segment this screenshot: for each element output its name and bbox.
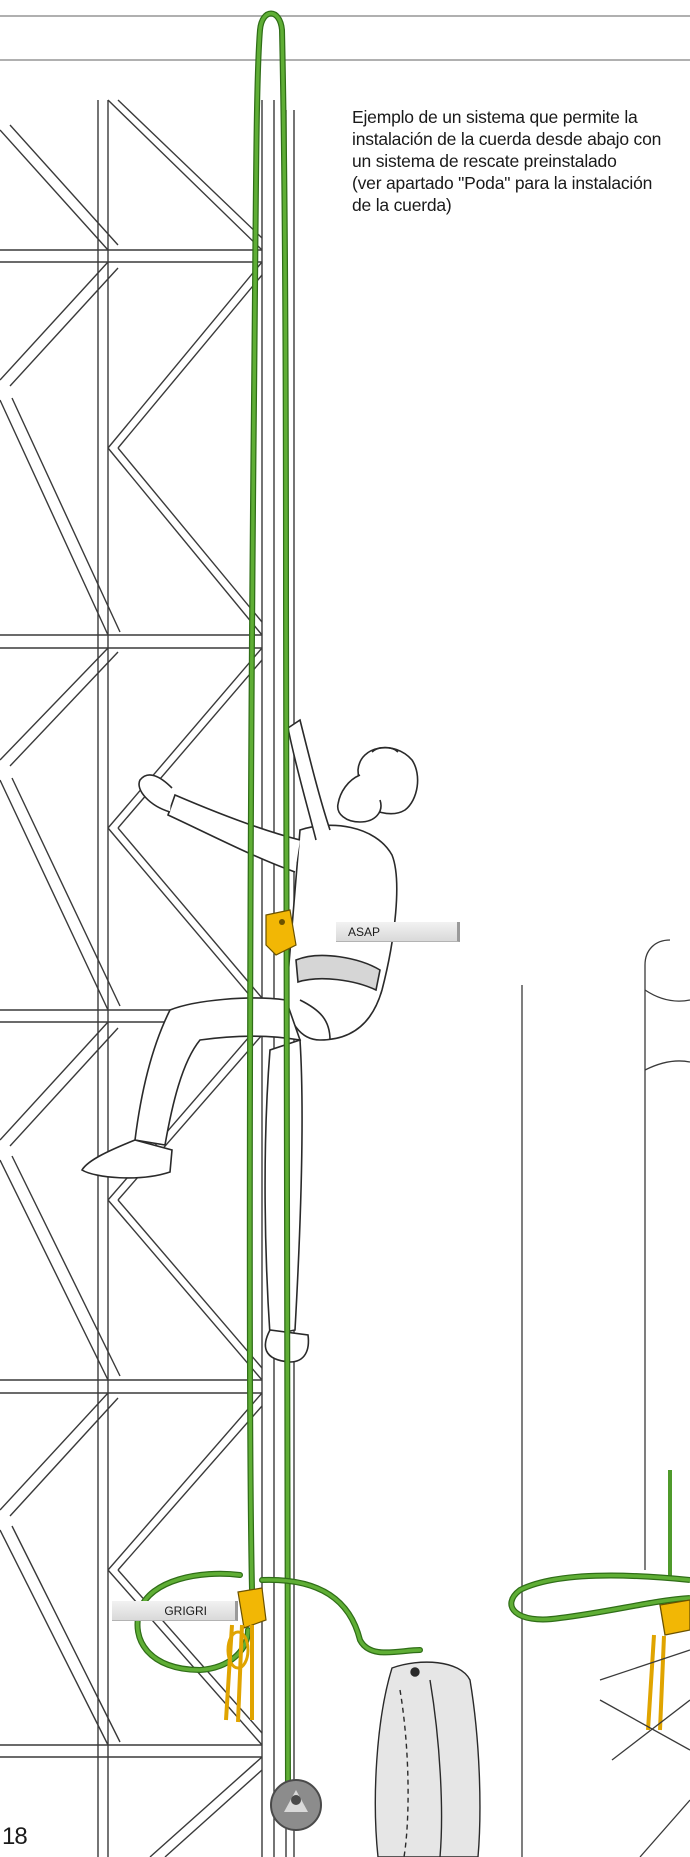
intro-line: de la cuerda) [352, 194, 682, 216]
intro-line: (ver apartado "Poda" para la instalación [352, 172, 682, 194]
intro-line: un sistema de rescate preinstalado [352, 150, 682, 172]
intro-line: Ejemplo de un sistema que permite la [352, 106, 682, 128]
grigri-label: GRIGRI [112, 1601, 238, 1621]
page-number: 18 [2, 1823, 27, 1851]
intro-description: Ejemplo de un sistema que permite la ins… [352, 106, 682, 216]
next-scene-partial [511, 940, 690, 1857]
rope-bag-icon [375, 1662, 480, 1857]
intro-line: instalación de la cuerda desde abajo con [352, 128, 682, 150]
top-frame-lines [0, 16, 690, 60]
rope-end-weight-icon [271, 1780, 321, 1830]
asap-label: ASAP [336, 922, 460, 942]
